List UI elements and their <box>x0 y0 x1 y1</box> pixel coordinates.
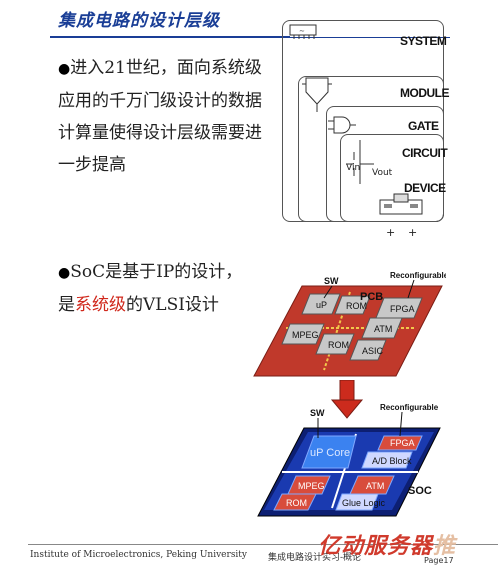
soc-block-rom: ROM <box>286 498 307 508</box>
pcb-block-fpga: FPGA <box>390 304 415 314</box>
module-block-icon <box>302 77 332 112</box>
pcb-block-asic: ASIC <box>362 346 384 356</box>
bullet-2-text-after: 的VLSI设计 <box>126 295 219 315</box>
vin-label: Vin <box>346 163 361 173</box>
svg-text:∼: ∼ <box>299 27 305 35</box>
device-mark: + <box>386 226 396 239</box>
transistor-circuit-icon <box>346 140 374 184</box>
pcb-chips <box>281 293 423 361</box>
soc-label: SOC <box>408 485 432 497</box>
footer-institute: Institute of Microelectronics, Peking Un… <box>30 550 248 560</box>
bullet-2-highlight: 系统级 <box>75 295 126 315</box>
chip-icon: ∼ <box>289 24 317 39</box>
bullet-marker: ● <box>58 265 71 281</box>
soc-reconfigurable-label: Reconfigurable <box>380 403 439 412</box>
title-underline <box>50 36 290 38</box>
device-mark: + <box>408 226 418 239</box>
pcb-block-atm: ATM <box>374 324 392 334</box>
level-gate: GATE <box>408 119 439 133</box>
level-system: SYSTEM <box>400 34 447 48</box>
soc-block-up-core: uP Core <box>310 447 350 459</box>
bullet-1-text: 进入21世纪，面向系统级应用的千万门级设计的数据计算量使得设计层级需要进一步提高 <box>58 58 262 175</box>
bullet-1: ●进入21世纪，面向系统级应用的千万门级设计的数据计算量使得设计层级需要进一步提… <box>58 52 268 181</box>
soc-block-atm: ATM <box>366 481 384 491</box>
footer-page-number: Page17 <box>424 556 454 565</box>
watermark-logo: 亿动服务器推 <box>318 528 456 560</box>
pcb-block-up: uP <box>316 300 327 310</box>
transition-arrow-icon <box>330 380 364 419</box>
level-circuit: CIRCUIT <box>402 146 448 160</box>
pcb-label: PCB <box>360 291 383 303</box>
bullet-2-text-before: SoC是基于IP的设计，是 <box>58 262 243 315</box>
level-module: MODULE <box>400 86 450 100</box>
circuit-frame <box>340 134 444 222</box>
soc-block-glue-logic: Glue Logic <box>342 498 386 508</box>
soc-sw-label: SW <box>310 408 325 418</box>
pcb-sw-label: SW <box>324 276 339 286</box>
soc-block-ad: A/D Block <box>372 456 412 466</box>
page-title: 集成电路的设计层级 <box>58 11 220 31</box>
watermark-logo-tail: 推 <box>433 534 457 559</box>
bullet-marker: ● <box>58 61 71 77</box>
pcb-diagram: uP ROM FPGA MPEG ROM ATM ASIC PCB SW Rec… <box>253 272 446 377</box>
pcb-block-rom: ROM <box>346 301 367 311</box>
gate-icon <box>328 116 356 134</box>
soc-diagram: uP Core FPGA A/D Block MPEG ATM ROM Glue… <box>257 403 441 517</box>
pcb-reconfigurable-label: Reconfigurable <box>390 272 446 280</box>
bullet-2: ●SoC是基于IP的设计，是系统级的VLSI设计 <box>58 256 258 321</box>
title-underline-extension <box>290 37 450 38</box>
watermark-logo-text: 亿动服务器 <box>318 534 434 559</box>
pcb-block-rom: ROM <box>328 340 349 350</box>
soc-block-mpeg: MPEG <box>298 481 325 491</box>
level-device: DEVICE <box>404 181 446 195</box>
pcb-block-mpeg: MPEG <box>292 330 319 340</box>
footer-course: 集成电路设计实习-概论 <box>268 553 362 563</box>
footer-rule <box>28 544 498 545</box>
vout-label: Vout <box>372 168 393 178</box>
device-icon <box>379 193 423 215</box>
design-hierarchy-diagram: ∼ Vin Vout SYSTEM MODULE GATE CIRCUIT <box>280 18 450 244</box>
soc-block-fpga: FPGA <box>390 438 415 448</box>
